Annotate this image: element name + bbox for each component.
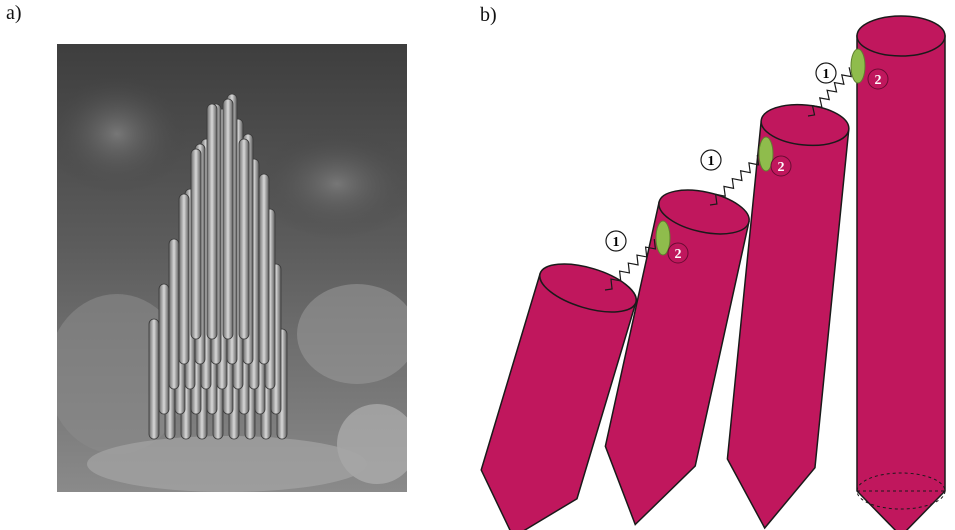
micrograph-stereocilium <box>149 319 159 439</box>
tip-link-schematic: 1 2 1 2 1 2 <box>470 0 955 530</box>
marker-2: 2 <box>771 156 791 176</box>
marker-1-label: 1 <box>708 154 715 169</box>
ion-channel <box>851 49 865 83</box>
micrograph-stereocilium <box>179 194 189 364</box>
micrograph-stereocilium <box>159 284 169 414</box>
marker-2-label: 2 <box>778 160 785 175</box>
micrograph-stereocilium <box>207 104 217 339</box>
ion-channel <box>656 221 670 255</box>
marker-1-label: 1 <box>823 67 830 82</box>
stereocilium-body <box>857 36 945 530</box>
micrograph-stereocilium <box>169 239 179 389</box>
marker-2-label: 2 <box>875 73 882 88</box>
stereocilium-2 <box>605 183 753 525</box>
micrograph-stereocilium <box>191 149 201 339</box>
marker-2: 2 <box>868 69 888 89</box>
marker-1-label: 1 <box>613 235 620 250</box>
marker-1: 1 <box>701 150 721 170</box>
stereocilium-top <box>857 16 945 56</box>
micrograph-stereocilium <box>259 174 269 364</box>
micrograph-stereocilium <box>223 99 233 339</box>
marker-2: 2 <box>668 243 688 263</box>
marker-1: 1 <box>816 63 836 83</box>
stereocilium-body <box>727 121 848 528</box>
marker-2-label: 2 <box>675 247 682 262</box>
micrograph-stereocilium <box>239 139 249 339</box>
panel-a-label: a) <box>6 2 22 25</box>
marker-1: 1 <box>606 231 626 251</box>
stereocilium-4 <box>857 16 945 530</box>
hair-bundle-micrograph <box>57 44 407 492</box>
